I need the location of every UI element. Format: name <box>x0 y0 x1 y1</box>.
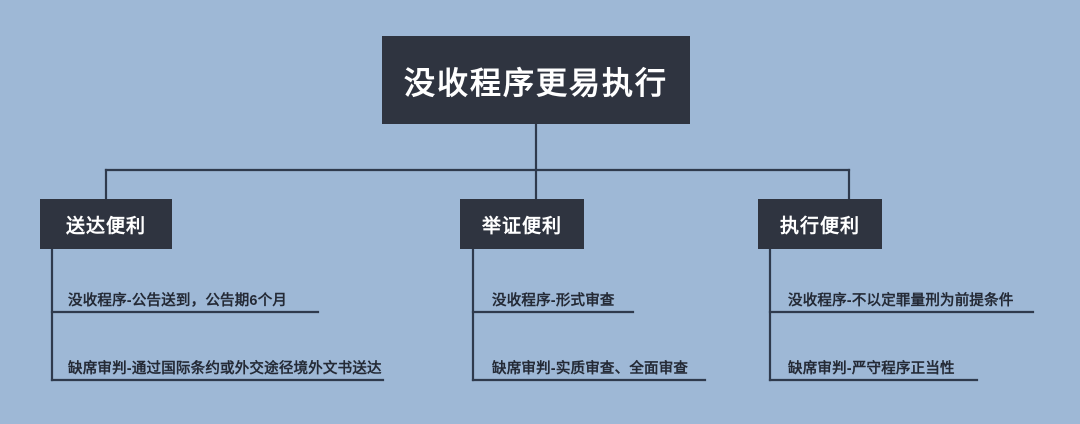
leaf-label: 没收程序-形式审查 <box>492 293 615 309</box>
branch-node-enforcement[interactable]: 执行便利 <box>758 199 882 249</box>
leaf-label: 缺席审判-实质审查、全面审查 <box>492 361 689 377</box>
branch-node-evidence[interactable]: 举证便利 <box>460 199 584 249</box>
branch-node-delivery[interactable]: 送达便利 <box>40 199 172 249</box>
root-node[interactable]: 没收程序更易执行 <box>382 36 690 124</box>
leaf-label: 缺席审判-通过国际条约或外交途径境外文书送达 <box>68 361 382 377</box>
leaf-label: 缺席审判-严守程序正当性 <box>788 361 955 377</box>
leaf-label: 没收程序-公告送到，公告期6个月 <box>68 293 288 309</box>
leaf-label: 没收程序-不以定罪量刑为前提条件 <box>788 293 1014 309</box>
